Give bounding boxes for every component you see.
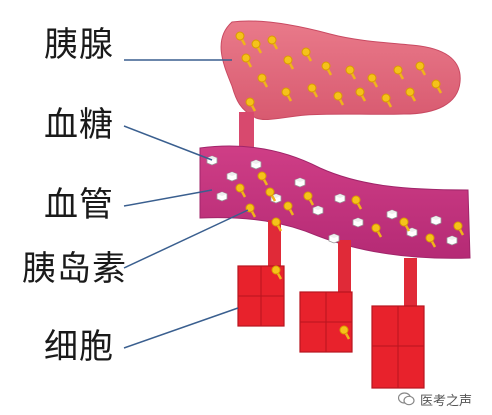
label-cell: 细胞: [44, 327, 114, 367]
pointer-blood-sugar: [123, 125, 213, 161]
watermark: 医考之声: [398, 389, 472, 409]
wechat-icon: [398, 392, 415, 406]
label-pancreas: 胰腺: [44, 25, 114, 65]
label-blood-sugar: 血糖: [44, 105, 114, 145]
label-insulin: 胰岛素: [22, 249, 127, 289]
pointer-cell: [123, 307, 239, 349]
watermark-text: 医考之声: [420, 393, 473, 409]
cell-3: [371, 305, 425, 389]
pointer-blood-vessel: [123, 189, 213, 207]
capillary-1: [268, 220, 281, 272]
cell-1: [237, 265, 285, 327]
capillary-3: [404, 258, 417, 310]
blood-vessel-shape: [199, 145, 471, 259]
capillary-2: [338, 240, 351, 292]
label-blood-vessel: 血管: [44, 185, 114, 225]
cell-2: [299, 291, 353, 353]
pointer-lines: [123, 59, 249, 349]
pointer-insulin: [123, 209, 249, 269]
pancreas-shape: [220, 20, 461, 120]
